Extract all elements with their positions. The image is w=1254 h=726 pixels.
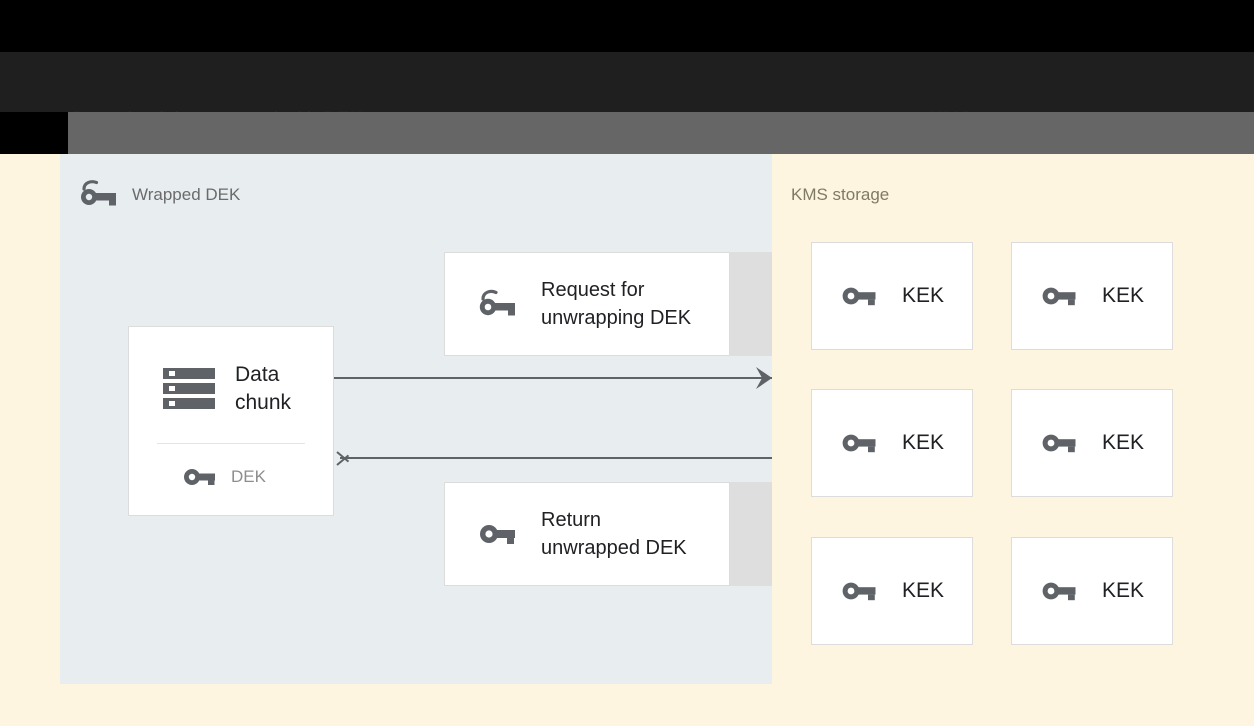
data-chunk-card[interactable]: Data chunk DEK: [128, 326, 334, 516]
data-chunk-dek-row: DEK: [129, 444, 333, 488]
key-icon: [840, 430, 880, 456]
key-icon: [840, 283, 880, 309]
kek-label: KEK: [901, 579, 945, 602]
wrapped-key-icon: [78, 180, 120, 208]
key-icon: [1040, 578, 1080, 604]
return-unwrapped-card[interactable]: Return unwrapped DEK: [444, 482, 730, 586]
kek-card[interactable]: KEK: [811, 537, 973, 645]
kek-card[interactable]: KEK: [811, 242, 973, 350]
key-icon: [477, 520, 519, 548]
storage-server-icon: [161, 366, 217, 412]
wrapped-key-icon: [477, 289, 519, 319]
request-unwrap-label: Request for unwrapping DEK: [541, 279, 692, 329]
header-band: Data chunk is encrypted with DEK and Sto…: [0, 52, 1254, 157]
top-black-bar: [0, 0, 1254, 52]
kek-label: KEK: [901, 431, 945, 454]
kek-label: KEK: [1101, 284, 1145, 307]
kek-card[interactable]: KEK: [1011, 389, 1173, 497]
arrow-return-line: [340, 457, 772, 459]
kek-label: KEK: [1101, 431, 1145, 454]
return-unwrapped-label: Return unwrapped DEK: [541, 509, 687, 559]
request-unwrap-card[interactable]: Request for unwrapping DEK: [444, 252, 730, 356]
data-chunk-label: Data chunk: [235, 363, 292, 414]
kek-label: KEK: [901, 284, 945, 307]
dek-label: DEK: [231, 467, 266, 486]
return-card-edge-strip: [730, 482, 772, 586]
toolbar-strip: [0, 112, 1254, 154]
arrow-request-line: [334, 377, 772, 379]
kms-storage-panel-title: KMS storage: [791, 185, 890, 204]
key-icon: [1040, 430, 1080, 456]
kek-label: KEK: [1101, 579, 1145, 602]
key-icon: [1040, 283, 1080, 309]
key-icon: [183, 466, 217, 488]
toolbar-strip-left-cap: [0, 112, 68, 154]
kek-card[interactable]: KEK: [1011, 537, 1173, 645]
data-chunk-header: Data chunk: [129, 327, 333, 417]
kek-card[interactable]: KEK: [811, 389, 973, 497]
arrow-return-head-icon: [337, 448, 351, 468]
kek-card[interactable]: KEK: [1011, 242, 1173, 350]
request-card-edge-strip: [730, 252, 772, 356]
wrapped-dek-panel-title: Wrapped DEK: [132, 185, 241, 204]
key-icon: [840, 578, 880, 604]
data-chunk-divider: [157, 443, 305, 444]
